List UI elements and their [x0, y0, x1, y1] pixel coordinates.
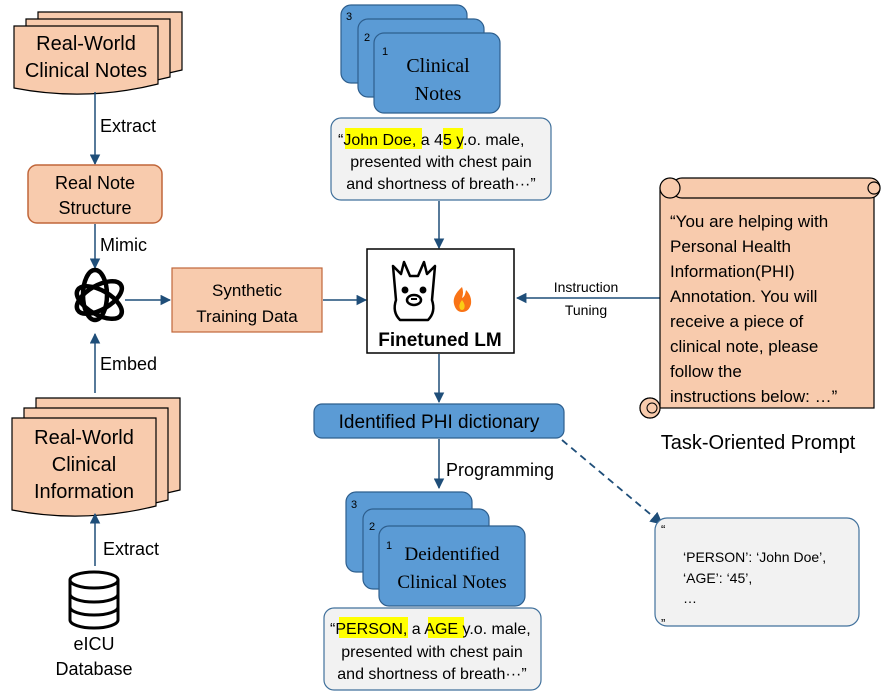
bottom-stack-number-2: 2	[369, 521, 375, 533]
synthetic-line1: Synthetic	[212, 281, 282, 300]
top-notes-line2: Notes	[415, 83, 462, 105]
bottom-quote-age: AGE	[424, 621, 458, 638]
top-stack-number-2: 2	[364, 32, 370, 44]
dictionary-output-box: “ ‘PERSON’: ‘John Doe’, ‘AGE’: ‘45’, … ”	[654, 517, 860, 631]
dict-line-3: …	[683, 590, 697, 606]
prompt-caption: Task-Oriented Prompt	[661, 432, 856, 454]
top-quote-age: 45	[434, 132, 452, 149]
bottom-quote-line3: and shortness of breath···”	[337, 666, 526, 683]
instruction-line2: Tuning	[565, 302, 607, 318]
top-quote-line2: presented with chest pain	[350, 154, 531, 171]
bottom-quote-line1: “PERSON, a AGE y.o. male,	[330, 621, 531, 638]
fire-icon	[453, 287, 472, 312]
top-note-excerpt-box: “John Doe, a 45 y.o. male, presented wit…	[330, 117, 552, 201]
llama-icon	[391, 260, 437, 322]
programming-label: Programming	[446, 460, 554, 480]
deidentified-line1: Deidentified	[405, 544, 500, 565]
finetuned-lm-box: Finetuned LM	[366, 248, 515, 354]
instruction-line1: Instruction	[554, 279, 619, 295]
prompt-line-6: clinical note, please	[670, 337, 818, 356]
extract-top-label: Extract	[100, 116, 156, 136]
prompt-line-1: “You are helping with	[670, 212, 828, 231]
synthetic-line2: Training Data	[196, 307, 298, 326]
prompt-line-7: follow the	[670, 362, 742, 381]
bottom-note-excerpt-box: “PERSON, a AGE y.o. male, presented with…	[323, 607, 542, 691]
info-line1: Real-World	[34, 427, 134, 449]
info-line2: Clinical	[52, 454, 116, 476]
prompt-line-5: receive a piece of	[670, 312, 804, 331]
top-stack-number-1: 1	[382, 46, 388, 58]
prompt-line-3: Information(PHI)	[670, 262, 795, 281]
bottom-quote-line2: presented with chest pain	[341, 644, 522, 661]
prompt-line-2: Personal Health	[670, 237, 791, 256]
top-notes-line1: Clinical	[406, 55, 470, 77]
prompt-line-8: instructions below: …”	[670, 387, 838, 406]
database-icon	[68, 570, 120, 630]
prompt-line-4: Annotation. You will	[670, 287, 817, 306]
database-line2: Database	[55, 659, 132, 679]
bottom-quote-person: PERSON	[335, 621, 403, 638]
openai-icon	[74, 267, 125, 323]
top-quote-line3: and shortness of breath···”	[346, 176, 535, 193]
embed-label: Embed	[100, 354, 157, 374]
synthetic-training-data-box: Synthetic Training Data	[171, 267, 323, 333]
structure-line1: Real Note	[55, 173, 135, 193]
dictionary-dashed-arrow	[561, 439, 663, 525]
top-quote-name: John Doe	[343, 132, 412, 149]
real-world-info-stack: Real-World Clinical Information	[11, 397, 181, 517]
deidentified-line2: Clinical Notes	[397, 572, 506, 593]
dict-close-quote: ”	[661, 616, 665, 631]
top-quote-line1: “John Doe, a 45 y.o. male,	[338, 132, 524, 149]
finetuned-lm-label: Finetuned LM	[378, 330, 501, 351]
bottom-stack-number-3: 3	[351, 499, 357, 511]
phi-dictionary-box: Identified PHI dictionary	[313, 403, 565, 439]
structure-line2: Structure	[58, 198, 131, 218]
dict-line-1: ‘PERSON’: ‘John Doe’,	[683, 549, 826, 565]
prompt-scroll: “You are helping with Personal Health In…	[639, 177, 881, 419]
mimic-label: Mimic	[100, 235, 147, 255]
real-world-notes-line1: Real-World	[36, 33, 136, 55]
phi-dictionary-label: Identified PHI dictionary	[339, 412, 540, 433]
deidentified-notes-stack: 3 2 1 Deidentified Clinical Notes	[345, 491, 526, 607]
real-world-notes-stack: Real-World Clinical Notes	[13, 11, 183, 95]
database-line1: eICU	[73, 634, 114, 654]
real-world-notes-line2: Clinical Notes	[25, 60, 147, 82]
top-clinical-notes-stack: 3 2 1 Clinical Notes	[340, 4, 501, 114]
info-line3: Information	[34, 481, 134, 503]
top-stack-number-3: 3	[346, 11, 352, 23]
bottom-stack-number-1: 1	[386, 540, 392, 552]
extract-bottom-label: Extract	[103, 539, 159, 559]
dict-line-2: ‘AGE’: ‘45’,	[683, 570, 752, 586]
dict-open-quote: “	[661, 522, 665, 537]
real-note-structure-box: Real Note Structure	[27, 164, 163, 224]
